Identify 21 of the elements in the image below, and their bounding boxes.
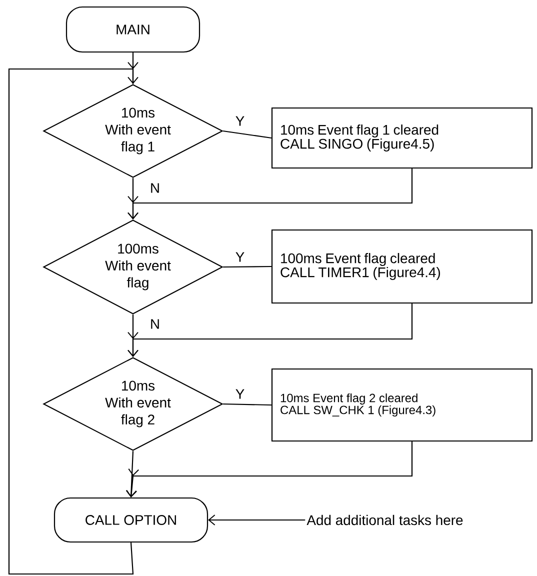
edge-label: Y (234, 115, 246, 127)
process-box: 100ms Event flag cleared CALL TIMER1 (Figure4.4) (271, 229, 533, 304)
edge-label: Y (234, 251, 246, 263)
edge-label: N (148, 318, 162, 330)
process-box: 10ms Event flag 2 cleared CALL SW_CHK 1 (Figure4.3) (271, 368, 533, 442)
arrow (208, 514, 306, 526)
connector-line (222, 130, 272, 139)
arrow (126, 442, 413, 498)
edge-label: Y (234, 388, 246, 400)
connector-line (223, 266, 272, 268)
arrow (126, 451, 137, 498)
connector-line (132, 52, 134, 84)
edge-label: N (148, 182, 162, 194)
arrow (128, 304, 413, 357)
terminal-box: MAIN (66, 6, 200, 53)
arrow (8, 62, 138, 575)
terminal-box: CALL OPTION (54, 497, 208, 543)
connector-line (223, 403, 272, 406)
process-box: 10ms Event flag 1 cleared CALL SINGO (Figure4.5) (271, 107, 533, 169)
arrow (128, 168, 413, 220)
annotation-text: Add additional tasks here (306, 514, 463, 526)
